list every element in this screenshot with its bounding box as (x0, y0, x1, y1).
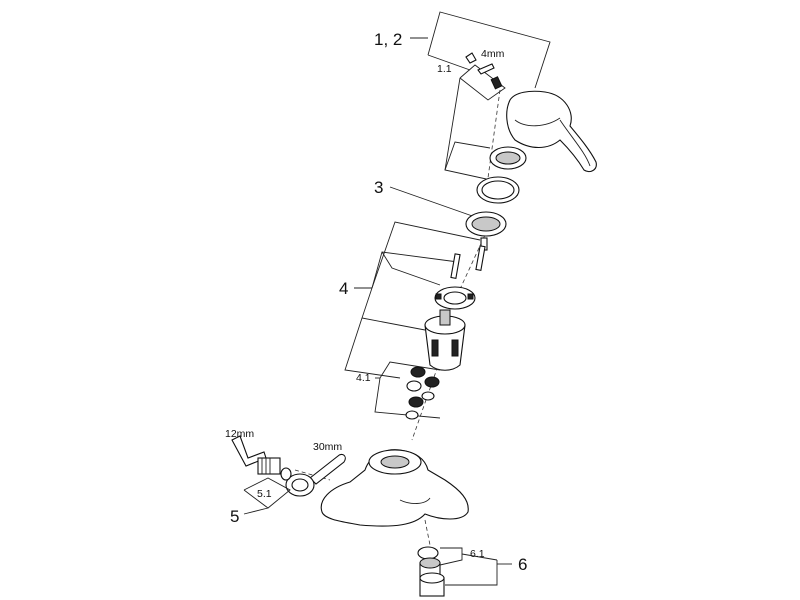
item-5-label: 5 (230, 507, 239, 526)
item-1-1-label: 1.1 (437, 63, 452, 75)
item-6-label: 6 (518, 555, 527, 574)
group-5-callout (243, 477, 291, 515)
aerator-washer (417, 546, 439, 560)
small-washer (280, 467, 292, 481)
mixing-cartridge (424, 309, 466, 371)
cartridge-screws (450, 245, 486, 279)
group-6-callout (439, 547, 512, 586)
o-ring-large (476, 176, 520, 204)
threaded-adapter (257, 457, 281, 475)
retaining-flange (434, 286, 476, 310)
cap-ring (489, 146, 527, 170)
tool-12mm-label: 12mm (225, 428, 254, 440)
faucet-body (320, 449, 469, 527)
item-1-2-label: 1, 2 (374, 30, 402, 49)
item-6-1-label: 6.1 (470, 548, 485, 560)
lever-handle (506, 90, 597, 173)
union-nut (285, 473, 315, 497)
aerator-housing (419, 572, 445, 597)
tool-4mm-label: 4mm (481, 48, 505, 60)
allen-key-4mm (465, 52, 495, 75)
item-4-1-label: 4.1 (356, 372, 371, 384)
seal-set (405, 366, 440, 420)
item-5-1-label: 5.1 (257, 488, 272, 500)
cover-ring (465, 211, 507, 237)
grub-screw (490, 76, 503, 90)
spanner-30mm (309, 453, 346, 485)
item-3-callout (389, 186, 479, 219)
group-4-1-callout (374, 361, 441, 419)
group-1-2-callout (410, 11, 551, 183)
item-4-label: 4 (339, 279, 348, 298)
item-3-label: 3 (374, 178, 383, 197)
tool-30mm-label: 30mm (313, 441, 342, 453)
